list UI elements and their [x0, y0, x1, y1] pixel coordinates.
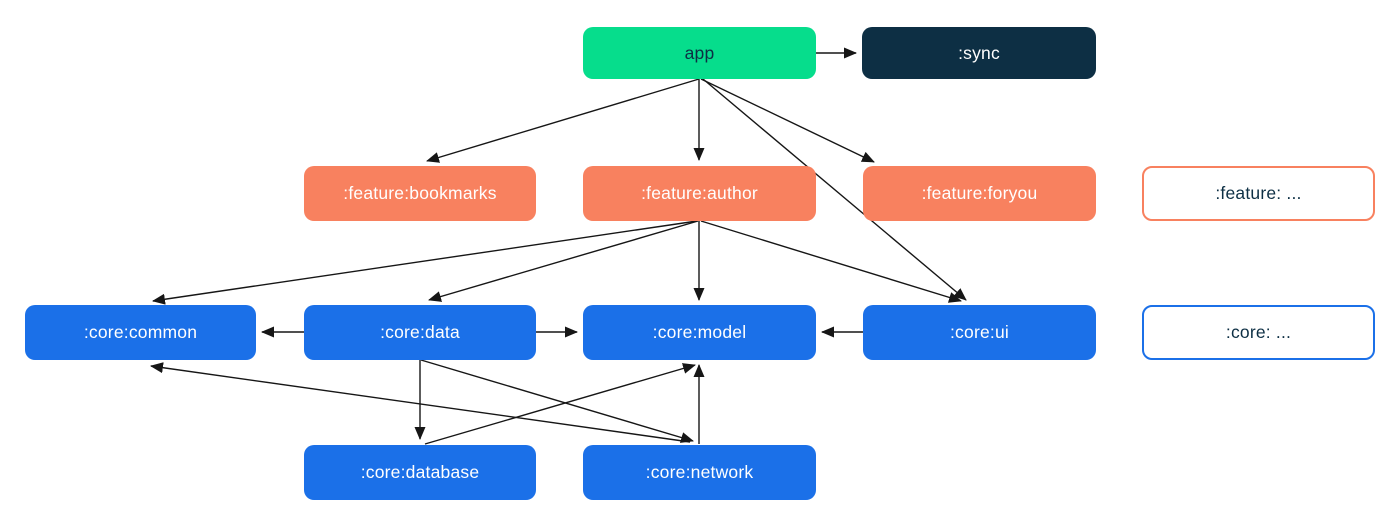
edge-feature-author-to-core-ui: [700, 220, 962, 303]
edge-app-to-feature-foryou: [700, 78, 875, 163]
edge-app-to-core-ui: [702, 78, 967, 301]
edge-core-database-to-core-model: [424, 363, 696, 445]
node-legend-core: :core: ...: [1142, 305, 1375, 360]
node-label: :core: ...: [1225, 322, 1292, 342]
node-legend-feature: :feature: ...: [1142, 166, 1375, 221]
node-label: :core:data: [380, 322, 460, 342]
node-feature-foryou: :feature:foryou: [863, 166, 1096, 221]
node-core-network: :core:network: [583, 445, 816, 500]
node-core-data: :core:data: [304, 305, 536, 360]
node-label: :core:database: [360, 462, 480, 482]
node-label: app: [684, 42, 715, 63]
node-label: :feature:author: [641, 183, 758, 203]
node-label: :feature:bookmarks: [343, 183, 497, 203]
edge-feature-author-to-core-data: [428, 220, 699, 302]
node-label: :feature:foryou: [921, 183, 1038, 203]
node-label: :sync: [958, 42, 1000, 63]
node-label: :core:ui: [950, 322, 1009, 342]
node-core-model: :core:model: [583, 305, 816, 360]
edge-app-to-feature-bookmarks: [426, 78, 700, 163]
node-core-common: :core:common: [25, 305, 256, 360]
node-core-ui: :core:ui: [863, 305, 1096, 360]
node-sync: :sync: [862, 27, 1096, 79]
node-app: app: [583, 27, 816, 79]
node-label: :feature: ...: [1215, 183, 1302, 203]
node-label: :core:common: [83, 322, 198, 342]
node-feature-bookmarks: :feature:bookmarks: [304, 166, 536, 221]
node-label: :core:network: [645, 462, 754, 482]
edge-feature-author-to-core-common: [152, 220, 698, 305]
edge-core-network-to-core-common: [150, 362, 691, 443]
edge-core-data-to-core-network: [420, 359, 694, 443]
node-feature-author: :feature:author: [583, 166, 816, 221]
node-label: :core:model: [652, 322, 747, 342]
node-core-database: :core:database: [304, 445, 536, 500]
